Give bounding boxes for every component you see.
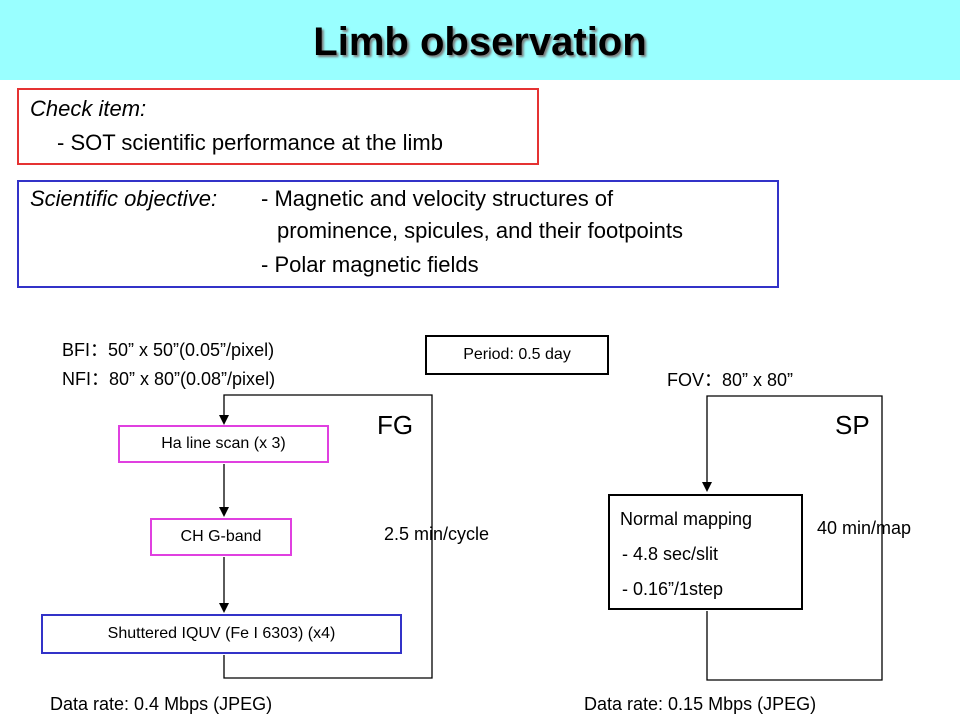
objective-item-2: - Polar magnetic fields [261, 252, 479, 277]
fg-cycle-time: 2.5 min/cycle [384, 524, 490, 544]
ha-line-scan-box: Ha line scan (x 3) [118, 425, 329, 463]
objective-box [17, 180, 779, 288]
normal-mapping-box [608, 494, 803, 610]
sp-label: SP [835, 410, 870, 440]
fg-nfi-spec: NFI：80” x 80”(0.08”/pixel) [62, 369, 276, 389]
ha-line-scan-text: Ha line scan (x 3) [161, 435, 286, 452]
fg-data-rate: Data rate: 0.4 Mbps (JPEG) [50, 694, 273, 714]
sp-fov-spec: FOV：80” x 80” [667, 370, 794, 390]
shuttered-iquv-text: Shuttered IQUV (Fe I 6303) (x4) [107, 625, 336, 642]
check-item-text: - SOT scientific performance at the limb [57, 130, 443, 155]
sp-data-rate: Data rate: 0.15 Mbps (JPEG) [584, 694, 817, 714]
ch-g-band-box: CH G-band [150, 518, 292, 556]
shuttered-iquv-box: Shuttered IQUV (Fe I 6303) (x4) [41, 614, 402, 654]
normal-mapping-slit: - 4.8 sec/slit [622, 544, 719, 564]
fg-bfi-spec: BFI：50” x 50”(0.05”/pixel) [62, 340, 275, 360]
objective-item-1-line-1: - Magnetic and velocity structures of [261, 186, 614, 211]
ch-g-band-text: CH G-band [180, 528, 262, 545]
fg-outer-frame [223, 394, 433, 679]
normal-mapping-title: Normal mapping [620, 509, 753, 529]
objective-item-1-line-2: prominence, spicules, and their footpoin… [277, 218, 684, 243]
sp-loop-frame [702, 395, 883, 681]
period-box: Period: 0.5 day [425, 335, 609, 375]
fg-label: FG [377, 410, 414, 440]
check-item-box [17, 88, 539, 165]
period-text: Period: 0.5 day [463, 346, 571, 363]
normal-mapping-step: - 0.16”/1step [622, 579, 724, 599]
slide-title: Limb observation [313, 20, 647, 64]
objective-label: Scientific objective: [30, 186, 218, 211]
sp-map-time: 40 min/map [817, 518, 912, 538]
check-item-label: Check item: [30, 96, 147, 121]
title-bar [0, 0, 960, 80]
